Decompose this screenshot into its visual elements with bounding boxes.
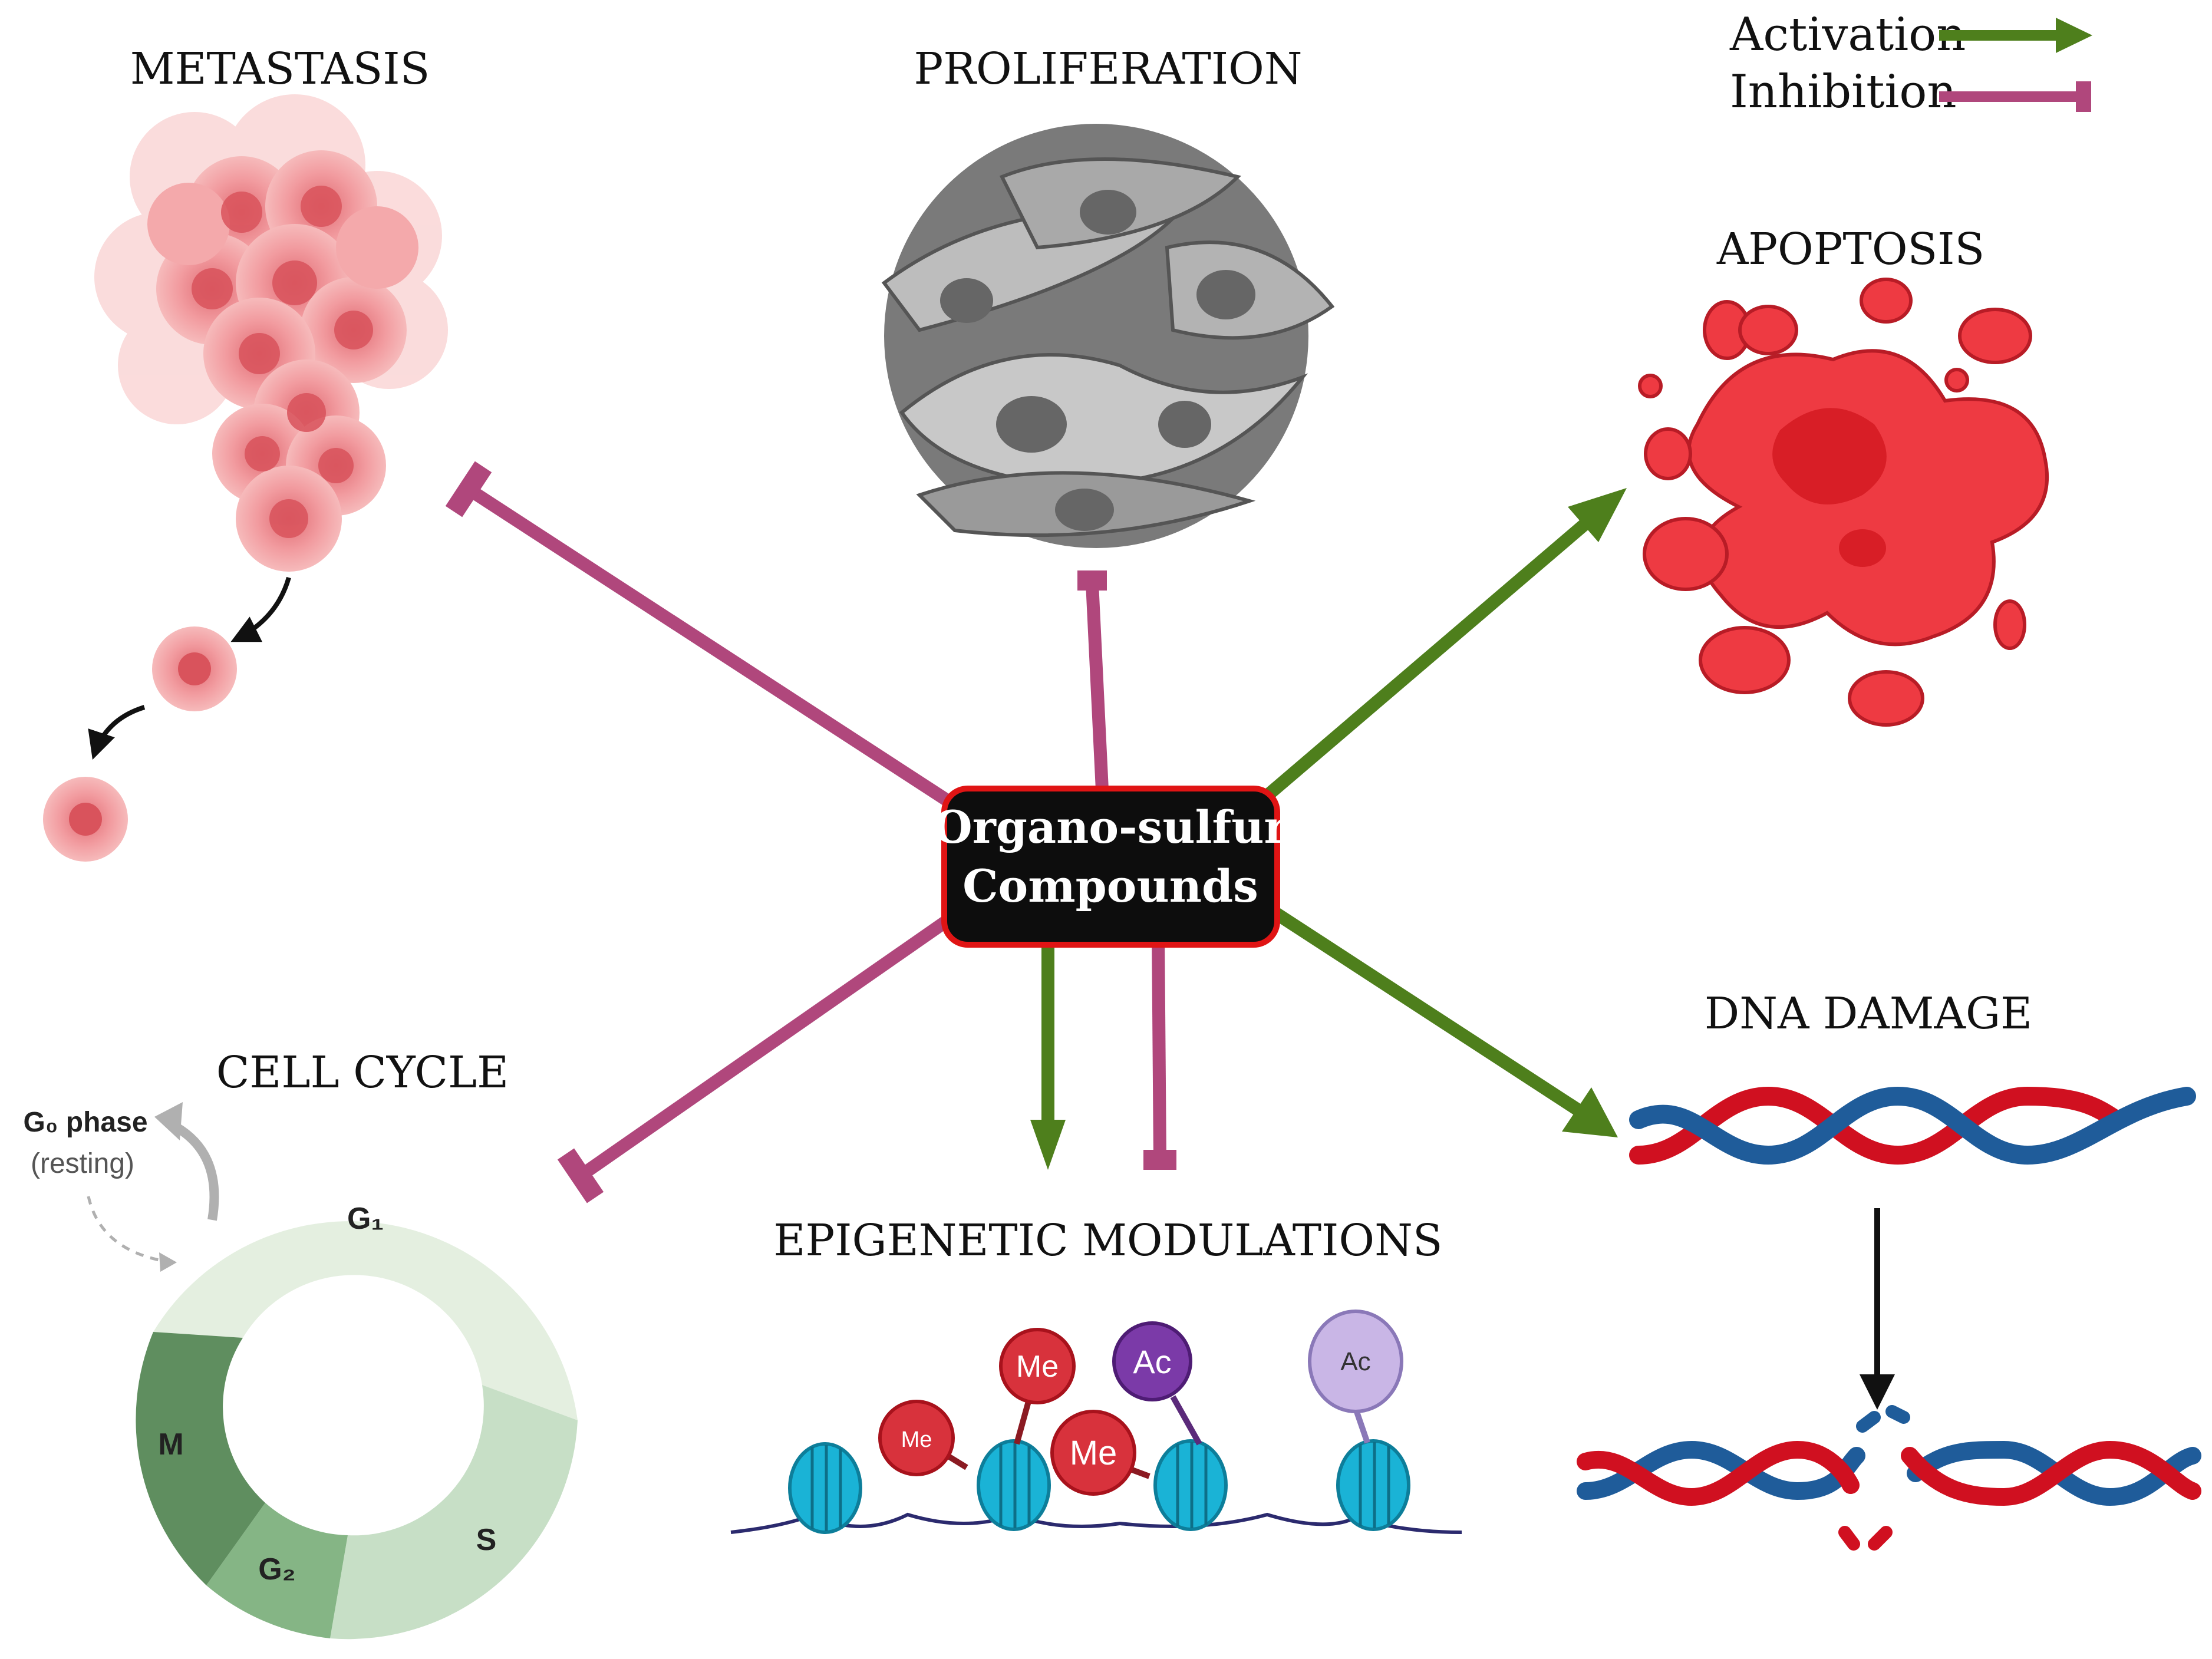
phase-g1-label: G₁ bbox=[347, 1202, 384, 1236]
broken-dna-helix-icon bbox=[1577, 1405, 2201, 1551]
label-apoptosis: APOPTOSIS bbox=[1716, 224, 1984, 275]
inhibition-connector-cell-cycle bbox=[557, 913, 953, 1203]
metastasis-arrow-2 bbox=[88, 705, 146, 760]
acetyl-mark-label: Ac bbox=[1340, 1347, 1370, 1376]
g0-phase-label: G₀ phase bbox=[23, 1107, 147, 1138]
methyl-mark-icon: Me bbox=[878, 1400, 955, 1476]
inhibition-connector-proliferation bbox=[1077, 570, 1109, 790]
methyl-mark-label: Me bbox=[1070, 1434, 1117, 1472]
metastasis-cell-migrating-2 bbox=[43, 777, 128, 862]
acetyl-mark-icon: Ac bbox=[1308, 1310, 1403, 1413]
inhibition-connector-metastasis bbox=[445, 461, 952, 807]
cell-cycle-wheel: G₁ S G₂ M bbox=[136, 1202, 578, 1640]
label-cell-cycle: CELL CYCLE bbox=[216, 1047, 509, 1098]
activation-connector-epigenetic bbox=[1030, 934, 1066, 1170]
g0-resting-label: (resting) bbox=[31, 1148, 134, 1179]
apoptosis-cell-icon bbox=[1638, 278, 2049, 727]
legend: Activation Inhibition bbox=[1729, 8, 2092, 118]
nucleosome-icon bbox=[977, 1439, 1051, 1531]
acetyl-mark-icon: Ac bbox=[1112, 1321, 1192, 1401]
legend-inhibition-label: Inhibition bbox=[1730, 65, 1957, 118]
phase-s-segment bbox=[330, 1385, 578, 1640]
metastasis-arrow-1 bbox=[230, 576, 291, 642]
acetyl-mark-label: Ac bbox=[1133, 1343, 1171, 1380]
phase-g2-segment bbox=[206, 1503, 348, 1638]
phase-s-label: S bbox=[476, 1523, 497, 1557]
phase-g2-label: G₂ bbox=[258, 1552, 296, 1587]
center-label-line1: Organo-sulfur bbox=[933, 801, 1288, 853]
g0-exit-arrow-icon bbox=[166, 1118, 219, 1221]
label-proliferation: PROLIFERATION bbox=[914, 44, 1302, 94]
connectors bbox=[445, 461, 1627, 1203]
nucleosome-icon bbox=[1336, 1439, 1410, 1531]
apoptosis-nucleus bbox=[1772, 408, 1887, 567]
phase-m-segment bbox=[136, 1332, 265, 1585]
center-node: Organo-sulfur Compounds bbox=[933, 786, 1288, 948]
epigenetic-chromatin: Me Me Me Ac Ac bbox=[730, 1310, 1462, 1534]
methyl-mark-icon: Me bbox=[999, 1328, 1076, 1404]
legend-activation-arrow-icon bbox=[1939, 18, 2092, 53]
methyl-mark-label: Me bbox=[901, 1427, 932, 1452]
methyl-mark-icon: Me bbox=[1050, 1410, 1136, 1496]
dna-double-helix-icon bbox=[1629, 1086, 2196, 1165]
nucleosome-icon bbox=[1153, 1439, 1228, 1531]
label-epigenetic: EPIGENETIC MODULATIONS bbox=[773, 1215, 1442, 1266]
legend-activation-label: Activation bbox=[1729, 8, 1966, 61]
legend-inhibition-bar-icon bbox=[1939, 81, 2091, 112]
phase-g1-segment bbox=[153, 1221, 578, 1420]
methyl-mark-label: Me bbox=[1016, 1350, 1059, 1384]
proliferation-cells-icon bbox=[881, 124, 1335, 548]
g0-return-arrow-icon bbox=[87, 1196, 166, 1263]
center-label-line2: Compounds bbox=[962, 860, 1258, 912]
inhibition-connector-epigenetic bbox=[1143, 934, 1176, 1170]
activation-connector-apoptosis bbox=[1262, 488, 1627, 801]
label-metastasis: METASTASIS bbox=[130, 44, 430, 94]
activation-connector-dna-damage bbox=[1263, 902, 1618, 1137]
metastasis-cell-migrating-1 bbox=[152, 626, 237, 711]
phase-m-label: M bbox=[158, 1427, 183, 1462]
label-dna-damage: DNA DAMAGE bbox=[1705, 988, 2032, 1039]
metastasis-cell-cluster-icon bbox=[94, 94, 448, 572]
g0-phase-annotation: G₀ phase (resting) bbox=[23, 1102, 219, 1272]
nucleosome-icon bbox=[788, 1442, 862, 1534]
